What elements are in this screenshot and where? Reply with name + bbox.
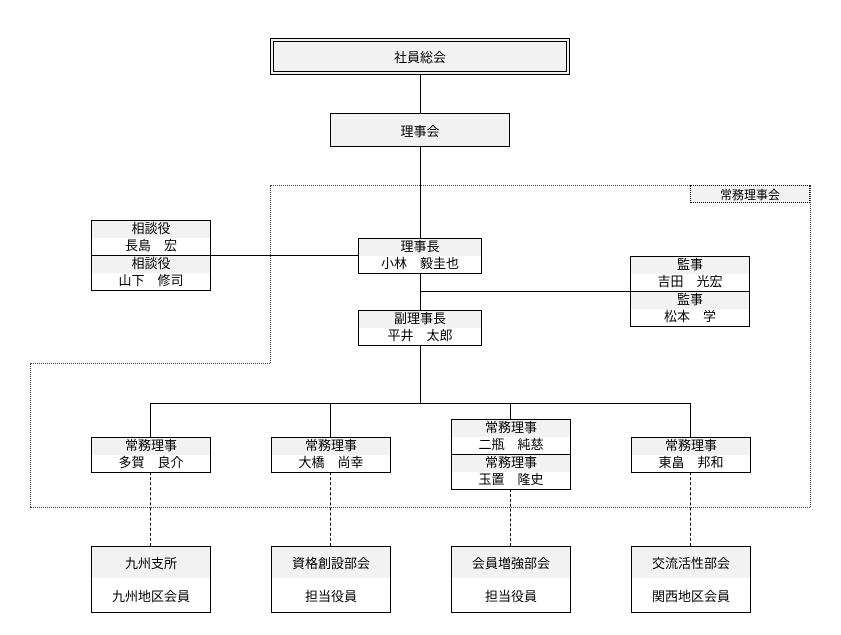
exec-boundary-left xyxy=(30,363,31,507)
department-box: 資格創設部会 担当役員 xyxy=(271,546,391,613)
managing-director-title: 常務理事 xyxy=(272,438,390,455)
connector-distribution xyxy=(150,403,691,404)
department-title: 九州支所 xyxy=(92,547,210,578)
auditor-title: 監事 xyxy=(631,257,749,274)
department-title: 会員増強部会 xyxy=(452,547,570,578)
auditors-stack: 監事 吉田 光宏 監事 松本 学 xyxy=(630,256,750,327)
department-members: 九州地区会員 xyxy=(92,578,210,612)
connector-drop-1 xyxy=(150,403,151,437)
executive-board-label: 常務理事会 xyxy=(719,187,780,202)
managing-director-name: 東畠 邦和 xyxy=(632,455,750,472)
connector-drop-4 xyxy=(690,403,691,437)
general-meeting-label: 社員総会 xyxy=(273,41,567,72)
advisor-title: 相談役 xyxy=(92,221,210,238)
vice-president-box: 副理事長 平井 太郎 xyxy=(358,310,482,346)
exec-boundary-top xyxy=(270,185,810,186)
connector-trunk-auditor xyxy=(420,291,630,292)
connector-top-1 xyxy=(420,75,421,113)
president-title: 理事長 xyxy=(359,239,481,256)
department-box: 九州支所 九州地区会員 xyxy=(91,546,211,613)
advisors-stack: 相談役 長島 宏 相談役 山下 修司 xyxy=(91,220,211,291)
managing-director-box: 常務理事 東畠 邦和 xyxy=(631,437,751,473)
exec-boundary-notch-v xyxy=(270,185,271,363)
managing-director-title: 常務理事 xyxy=(632,438,750,455)
dashed-link-1 xyxy=(150,472,151,546)
president-box: 理事長 小林 毅圭也 xyxy=(358,238,482,274)
department-box: 会員増強部会 担当役員 xyxy=(451,546,571,613)
advisor-box: 相談役 長島 宏 xyxy=(91,220,211,256)
dashed-link-4 xyxy=(690,472,691,546)
connector-vice-trunk xyxy=(420,346,421,403)
general-meeting-box: 社員総会 xyxy=(270,38,570,75)
advisor-title: 相談役 xyxy=(92,256,210,273)
managing-director-name: 二瓶 純慈 xyxy=(452,437,570,454)
connector-drop-3 xyxy=(510,403,511,419)
managing-director-box: 常務理事 玉置 隆史 xyxy=(451,454,571,490)
exec-boundary-right xyxy=(810,185,811,507)
dashed-link-2 xyxy=(330,472,331,546)
connector-top-2 xyxy=(420,147,421,238)
connector-drop-2 xyxy=(330,403,331,437)
president-name: 小林 毅圭也 xyxy=(359,256,481,273)
managing-director-name: 玉置 隆史 xyxy=(452,472,570,489)
auditor-name: 松本 学 xyxy=(631,309,749,326)
board-label: 理事会 xyxy=(400,124,440,140)
exec-boundary-notch-h xyxy=(30,363,270,364)
executive-board-label-box: 常務理事会 xyxy=(690,185,810,203)
department-title: 資格創設部会 xyxy=(272,547,390,578)
managing-director-box: 常務理事 大橋 尚幸 xyxy=(271,437,391,473)
dashed-link-3 xyxy=(510,489,511,546)
managing-director-title: 常務理事 xyxy=(452,420,570,437)
advisor-name: 長島 宏 xyxy=(92,238,210,255)
auditor-box: 監事 吉田 光宏 xyxy=(630,256,750,292)
managing-director-title: 常務理事 xyxy=(92,438,210,455)
managing-director-box: 常務理事 多賀 良介 xyxy=(91,437,211,473)
auditor-title: 監事 xyxy=(631,292,749,309)
exec-boundary-bottom xyxy=(30,507,810,508)
managing-director-name: 大橋 尚幸 xyxy=(272,455,390,472)
managing-director-title: 常務理事 xyxy=(452,455,570,472)
department-box: 交流活性部会 関西地区会員 xyxy=(631,546,751,613)
managing-director-name: 多賀 良介 xyxy=(92,455,210,472)
advisor-box: 相談役 山下 修司 xyxy=(91,255,211,291)
managing-director-box: 常務理事 二瓶 純慈 xyxy=(451,419,571,455)
connector-president-vice xyxy=(420,274,421,310)
managing-directors-stack: 常務理事 二瓶 純慈 常務理事 玉置 隆史 xyxy=(451,419,571,490)
auditor-box: 監事 松本 学 xyxy=(630,291,750,327)
advisor-name: 山下 修司 xyxy=(92,273,210,290)
department-title: 交流活性部会 xyxy=(632,547,750,578)
vice-president-name: 平井 太郎 xyxy=(359,328,481,345)
auditor-name: 吉田 光宏 xyxy=(631,274,749,291)
department-members: 担当役員 xyxy=(272,578,390,612)
connector-advisor-president xyxy=(211,255,358,256)
department-members: 担当役員 xyxy=(452,578,570,612)
board-box: 理事会 xyxy=(330,113,510,147)
vice-president-title: 副理事長 xyxy=(359,311,481,328)
department-members: 関西地区会員 xyxy=(632,578,750,612)
